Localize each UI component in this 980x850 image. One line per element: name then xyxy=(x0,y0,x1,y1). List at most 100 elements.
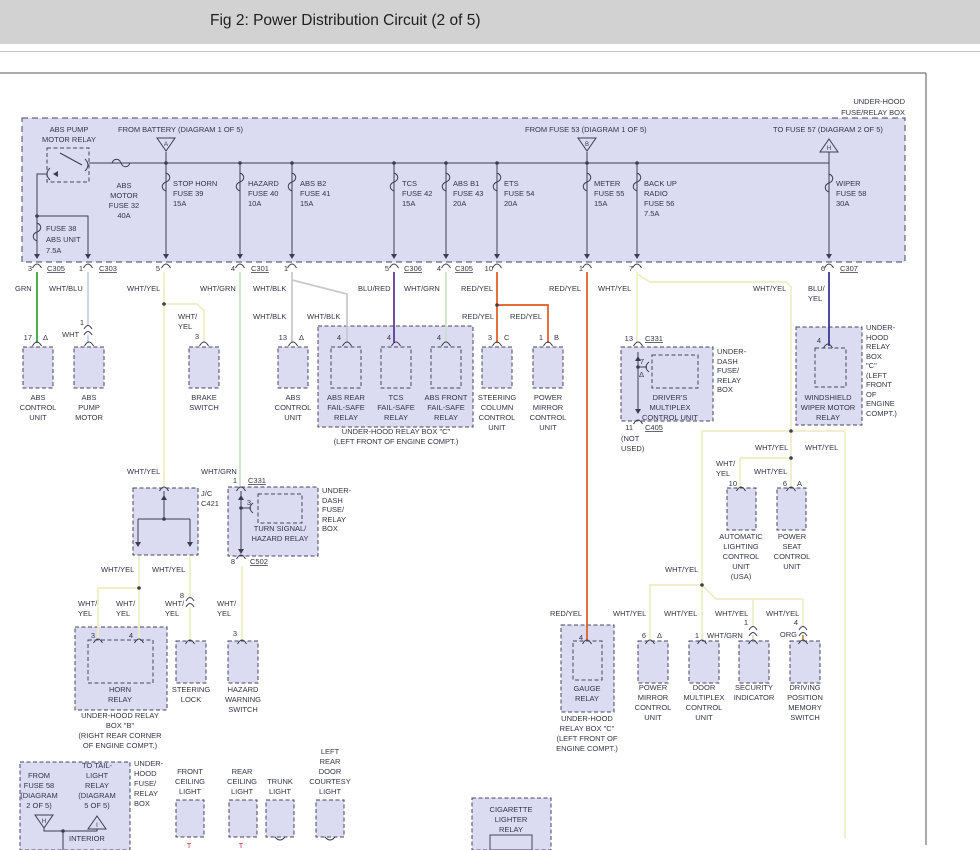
diagram-text: 5 OF 5) xyxy=(84,801,110,810)
wire-whtblk xyxy=(291,272,348,343)
arrow-head xyxy=(53,171,58,177)
diagram-text: WHT/ xyxy=(716,459,736,468)
abs-front-failsafe-label: ABS FRONT xyxy=(425,393,468,402)
diagram-text: 1 xyxy=(284,264,288,273)
diagram-text: FUSE/RELAY BOX xyxy=(841,108,905,117)
pin-symbol xyxy=(786,486,796,492)
diagram-text: WHT/YEL xyxy=(715,609,748,618)
relay-box-b-caption: UNDER-HOOD RELAY xyxy=(81,711,159,720)
diagram-text: MIRROR xyxy=(638,693,669,702)
diagram-text: POSITION xyxy=(787,693,823,702)
diagram-text: FUSE 40 xyxy=(248,189,278,198)
diagram-text: COMPT.) xyxy=(866,409,897,418)
junction-dot xyxy=(137,586,141,590)
diagram-text: RELAY xyxy=(85,781,109,790)
junction-dot xyxy=(162,302,166,306)
diagram-text: RELAY xyxy=(384,413,408,422)
diagram-text: 3 xyxy=(247,498,251,507)
diagram-text: YEL xyxy=(217,609,231,618)
fuse-symbol xyxy=(632,172,642,192)
diagram-text: C405 xyxy=(645,423,663,432)
arrow-head xyxy=(635,409,641,414)
diagram-text: UNIT xyxy=(29,413,47,422)
continuation-mark-2: T xyxy=(239,843,244,850)
diagram-text: WHT/YEL xyxy=(805,443,838,452)
diagram-text: LIGHTING xyxy=(723,542,759,551)
continuation-mark-1: T xyxy=(187,843,192,850)
diagram-text: ENGINE xyxy=(866,399,895,408)
diagram-text: WHT/YEL xyxy=(755,443,788,452)
diagram-text: UNIT xyxy=(644,713,662,722)
diagram-text: ABS xyxy=(116,181,131,190)
abs-pump-motor-label: ABS xyxy=(81,393,96,402)
automatic-lighting-label: AUTOMATIC xyxy=(719,532,763,541)
diagram-text: C305 xyxy=(455,264,473,273)
diagram-text: C306 xyxy=(404,264,422,273)
pin-symbol xyxy=(582,639,592,645)
pin-symbol xyxy=(441,341,451,347)
diagram-text: 8 xyxy=(180,591,184,600)
diagram-text: 11 xyxy=(625,423,633,432)
diagram-text: WHT/YEL xyxy=(152,565,185,574)
diagram-text: 7 xyxy=(629,264,633,273)
brake-switch-label: BRAKE xyxy=(191,393,216,402)
diagram-text: OF ENGINE COMPT.) xyxy=(83,741,158,750)
frame-lines xyxy=(0,72,927,845)
diagram-text: 17 xyxy=(24,333,32,342)
diagram-text: FUSE 58 xyxy=(24,781,54,790)
pin-symbol xyxy=(235,263,245,269)
diagram-text: YEL xyxy=(116,609,130,618)
diagram-text: C303 xyxy=(99,264,117,273)
diagram-text: RELAY xyxy=(575,694,599,703)
diagram-text: 3 xyxy=(91,631,95,640)
arrow-head xyxy=(135,542,141,547)
diagram-text: RED/YEL xyxy=(461,284,493,293)
diagram-text: WHT/GRN xyxy=(200,284,236,293)
diagram-text: 2 OF 5) xyxy=(26,801,52,810)
door-multiplex-control-unit-box xyxy=(688,640,720,684)
diagram-text: RED/YEL xyxy=(510,312,542,321)
diagram-text: WIPER MOTOR xyxy=(801,403,856,412)
pin-symbol xyxy=(134,638,144,644)
diagram-text: CONTROL xyxy=(635,703,672,712)
trunk-light-box xyxy=(265,799,295,838)
diagram-text: LIGHT xyxy=(231,787,254,796)
diagram-text: FUSE 42 xyxy=(402,189,432,198)
jc-c421-label: J/C xyxy=(201,489,213,498)
diagram-text: CONTROL xyxy=(530,413,567,422)
diagram-text: COURTESY xyxy=(309,777,351,786)
diagram-text: 4 xyxy=(794,618,798,627)
fuse-symbol xyxy=(287,172,297,192)
diagram-text: MULTIPLEX xyxy=(649,403,690,412)
fuse-symbol xyxy=(235,172,245,192)
diagram-text: 13 xyxy=(279,333,287,342)
diagram-text: YEL xyxy=(165,609,179,618)
pin-symbol xyxy=(236,486,246,492)
diagram-text: 5 xyxy=(385,264,389,273)
underdash-caption-1: UNDER- xyxy=(717,347,747,356)
diagram-text: YEL xyxy=(808,294,822,303)
diagram-text: WHT/YEL xyxy=(127,284,160,293)
arrow-head xyxy=(238,549,244,554)
diagram-text: 10 xyxy=(729,479,737,488)
diagram-text: ABS UNIT xyxy=(46,235,81,244)
diagram-text: ABS B1 xyxy=(453,179,479,188)
diagram-text: WHT/GRN xyxy=(707,631,743,640)
diagram-text: 6 xyxy=(783,479,787,488)
diagram-text: UNIT xyxy=(488,423,506,432)
diagram-text: 3 xyxy=(28,264,32,273)
diagram-text: (LEFT xyxy=(866,371,887,380)
junction-dot xyxy=(495,161,499,165)
diagram-text: C421 xyxy=(201,499,219,508)
diagram-text: RED/YEL xyxy=(462,312,494,321)
underhood-caption-bottom: UNDER- xyxy=(134,759,164,768)
power-seat-box xyxy=(776,487,807,531)
junction-dot xyxy=(61,829,65,833)
diagram-text: 6 xyxy=(642,631,646,640)
inline-connector-symbol xyxy=(748,626,758,637)
diagram-text: WHT/ xyxy=(116,599,136,608)
diagram-text: LIGHT xyxy=(179,787,202,796)
diagram-text: FUSE 38 xyxy=(46,224,76,233)
diagram-text: WHT xyxy=(62,330,79,339)
diagram-text: (DIAGRAM xyxy=(20,791,58,800)
